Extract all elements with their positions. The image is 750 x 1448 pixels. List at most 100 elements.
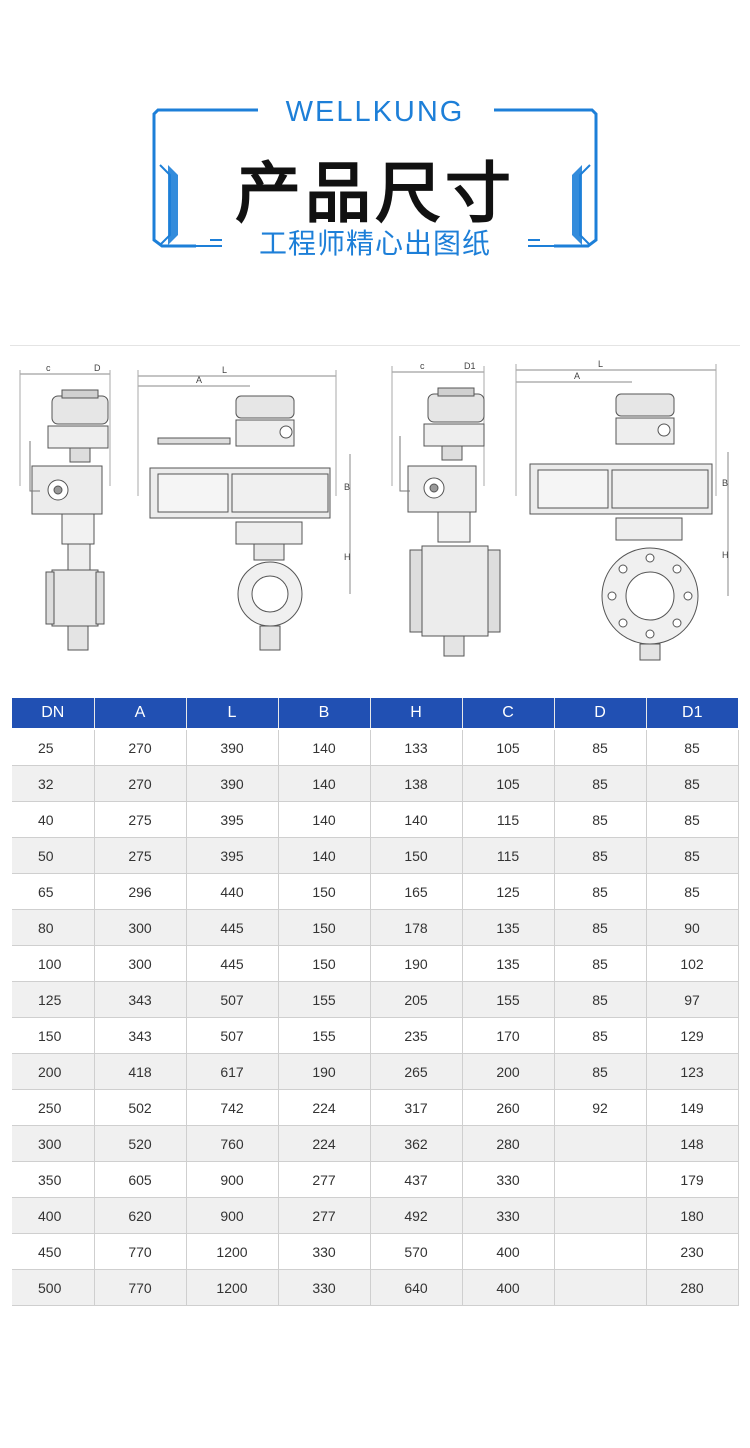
table-cell-h: 165 (370, 873, 463, 910)
table-cell-dn: 40 (12, 801, 95, 838)
table-cell-b: 277 (278, 1197, 371, 1234)
header-frame (152, 108, 598, 248)
table-cell-b: 140 (278, 801, 371, 838)
table-cell-l: 395 (186, 837, 279, 874)
table-cell-dn: 32 (12, 765, 95, 802)
table-cell-h: 570 (370, 1233, 463, 1270)
table-cell-dn: 50 (12, 837, 95, 874)
table-cell-dn: 500 (12, 1269, 95, 1306)
table-cell-h: 140 (370, 801, 463, 838)
table-cell-d1: 102 (646, 945, 739, 982)
table-cell-b: 277 (278, 1161, 371, 1198)
table-cell-d: 85 (554, 909, 647, 946)
table-cell-a: 270 (94, 765, 187, 802)
table-cell-c: 170 (462, 1017, 555, 1054)
dim-label-c: c (46, 363, 51, 373)
table-cell-d: 85 (554, 1017, 647, 1054)
table-cell-l: 617 (186, 1053, 279, 1090)
table-cell-dn: 150 (12, 1017, 95, 1054)
table-cell-c: 330 (462, 1197, 555, 1234)
dim-label-b-2: B (722, 478, 728, 488)
table-cell-h: 437 (370, 1161, 463, 1198)
table-cell-c: 115 (462, 801, 555, 838)
table-cell-h: 205 (370, 981, 463, 1018)
table-cell-b: 150 (278, 909, 371, 946)
table-cell-a: 418 (94, 1053, 187, 1090)
dim-label-c-2: c (420, 361, 425, 371)
table-cell-d1: 123 (646, 1053, 739, 1090)
table-cell-h: 150 (370, 837, 463, 874)
table-cell-a: 270 (94, 728, 187, 766)
table-cell-d1: 85 (646, 873, 739, 910)
table-cell-a: 275 (94, 837, 187, 874)
valve-dimension-drawing: c D L A (19, 359, 729, 661)
table-cell-d (554, 1197, 647, 1234)
valve-side-view-2: c D1 (391, 361, 501, 657)
table-cell-d1: 149 (646, 1089, 739, 1126)
table-cell-b: 155 (278, 981, 371, 1018)
table-cell-b: 140 (278, 837, 371, 874)
valve-drawing-area: c D L A (10, 345, 740, 696)
column-header-c: C (462, 698, 555, 729)
table-cell-h: 235 (370, 1017, 463, 1054)
table-cell-c: 400 (462, 1269, 555, 1306)
column-header-l: L (186, 698, 279, 729)
table-cell-l: 507 (186, 981, 279, 1018)
table-cell-a: 343 (94, 1017, 187, 1054)
dim-label-d: D (94, 363, 101, 373)
table-cell-c: 155 (462, 981, 555, 1018)
table-cell-d1: 148 (646, 1125, 739, 1162)
table-cell-b: 140 (278, 728, 371, 766)
table-cell-d1: 180 (646, 1197, 739, 1234)
table-cell-a: 343 (94, 981, 187, 1018)
table-cell-l: 760 (186, 1125, 279, 1162)
table-cell-d1: 280 (646, 1269, 739, 1306)
table-cell-a: 275 (94, 801, 187, 838)
table-cell-l: 440 (186, 873, 279, 910)
table-cell-d (554, 1161, 647, 1198)
table-cell-l: 1200 (186, 1233, 279, 1270)
header-banner: WELLKUNG 产品尺寸 工程师精心出图纸 (0, 0, 750, 300)
table-cell-d: 85 (554, 728, 647, 766)
dim-label-a-2: A (574, 371, 580, 381)
table-cell-c: 280 (462, 1125, 555, 1162)
table-cell-dn: 25 (12, 728, 95, 766)
page-title: 产品尺寸 (235, 155, 515, 232)
table-cell-dn: 250 (12, 1089, 95, 1126)
table-cell-d (554, 1125, 647, 1162)
table-cell-d1: 85 (646, 728, 739, 766)
page-subtitle: 工程师精心出图纸 (258, 227, 491, 260)
table-cell-d: 85 (554, 801, 647, 838)
table-cell-a: 520 (94, 1125, 187, 1162)
dim-label-h-1: H (344, 552, 351, 562)
table-cell-l: 900 (186, 1197, 279, 1234)
dim-label-h-2: H (722, 550, 729, 560)
table-cell-d1: 97 (646, 981, 739, 1018)
table-cell-dn: 80 (12, 909, 95, 946)
table-cell-c: 105 (462, 765, 555, 802)
table-cell-c: 125 (462, 873, 555, 910)
table-cell-h: 138 (370, 765, 463, 802)
table-cell-b: 140 (278, 765, 371, 802)
table-cell-d: 85 (554, 837, 647, 874)
table-cell-l: 445 (186, 945, 279, 982)
table-cell-dn: 400 (12, 1197, 95, 1234)
table-cell-d: 85 (554, 945, 647, 982)
table-cell-l: 445 (186, 909, 279, 946)
table-cell-dn: 450 (12, 1233, 95, 1270)
table-cell-d: 85 (554, 981, 647, 1018)
table-cell-d1: 85 (646, 765, 739, 802)
table-cell-a: 620 (94, 1197, 187, 1234)
